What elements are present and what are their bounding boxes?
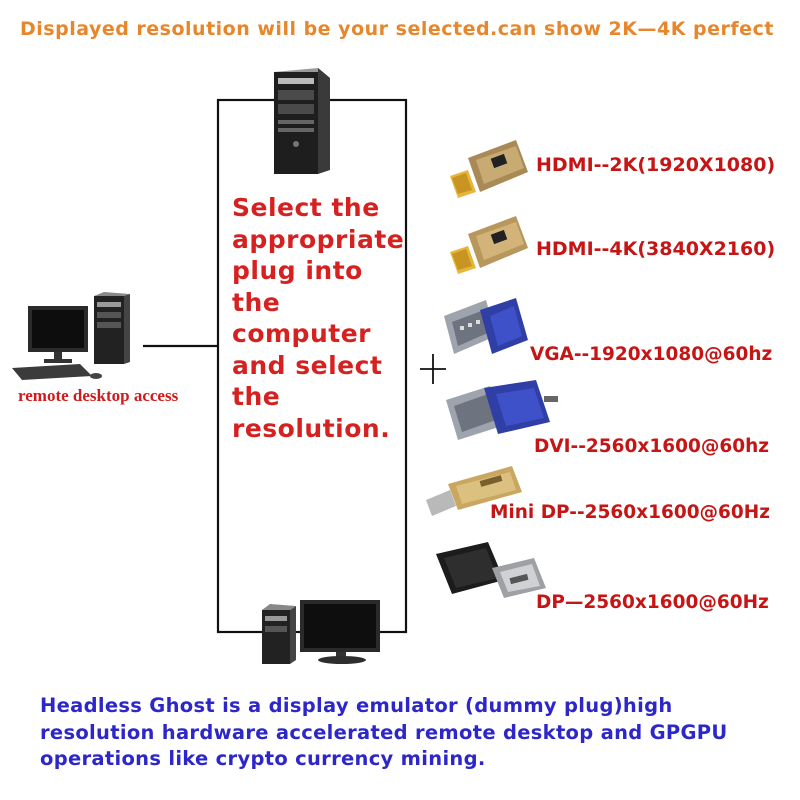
vga-connector-icon [444, 298, 528, 354]
footer-line: operations like crypto currency mining. [40, 747, 486, 770]
instruction-line: and select [232, 350, 383, 380]
hdmi-dummy-plug-icon [450, 216, 528, 274]
plug-label-vga: VGA--1920x1080@60hz [530, 344, 773, 365]
desktop-pc-icon [12, 292, 130, 380]
instruction-line: the [232, 382, 281, 411]
instruction-line: resolution. [232, 413, 391, 443]
instruction-line: appropriate [232, 224, 405, 254]
instruction-line: the [232, 287, 281, 317]
remote-desktop-label: remote desktop access [18, 386, 179, 405]
dvi-connector-icon [446, 380, 558, 440]
instruction-line: plug into [232, 256, 363, 285]
plug-label-mini-dp: Mini DP--2560x1600@60Hz [490, 502, 771, 523]
plug-label-hdmi-4k: HDMI--4K(3840X2160) [536, 238, 776, 260]
tower-computer-icon [274, 68, 330, 174]
pc-with-monitor-icon [262, 600, 380, 664]
top-banner: Displayed resolution will be your select… [20, 18, 774, 40]
instruction-line: Select the [232, 193, 380, 222]
plug-label-dvi: DVI--2560x1600@60hz [534, 436, 770, 457]
plug-label-hdmi-2k: HDMI--2K(1920X1080) [536, 154, 776, 176]
footer-description: Headless Ghost is a display emulator (du… [40, 693, 780, 773]
instruction-text: Select the appropriate plug into the com… [232, 192, 412, 444]
mini-dp-plug-icon [426, 466, 522, 516]
instruction-line: computer [232, 319, 371, 348]
footer-line: resolution hardware accelerated remote d… [40, 720, 728, 744]
displayport-plug-icon [436, 542, 546, 598]
hdmi-dummy-plug-icon [450, 140, 528, 198]
footer-line: Headless Ghost is a display emulator (du… [40, 694, 673, 717]
plug-label-displayport: DP—2560x1600@60Hz [536, 592, 769, 613]
